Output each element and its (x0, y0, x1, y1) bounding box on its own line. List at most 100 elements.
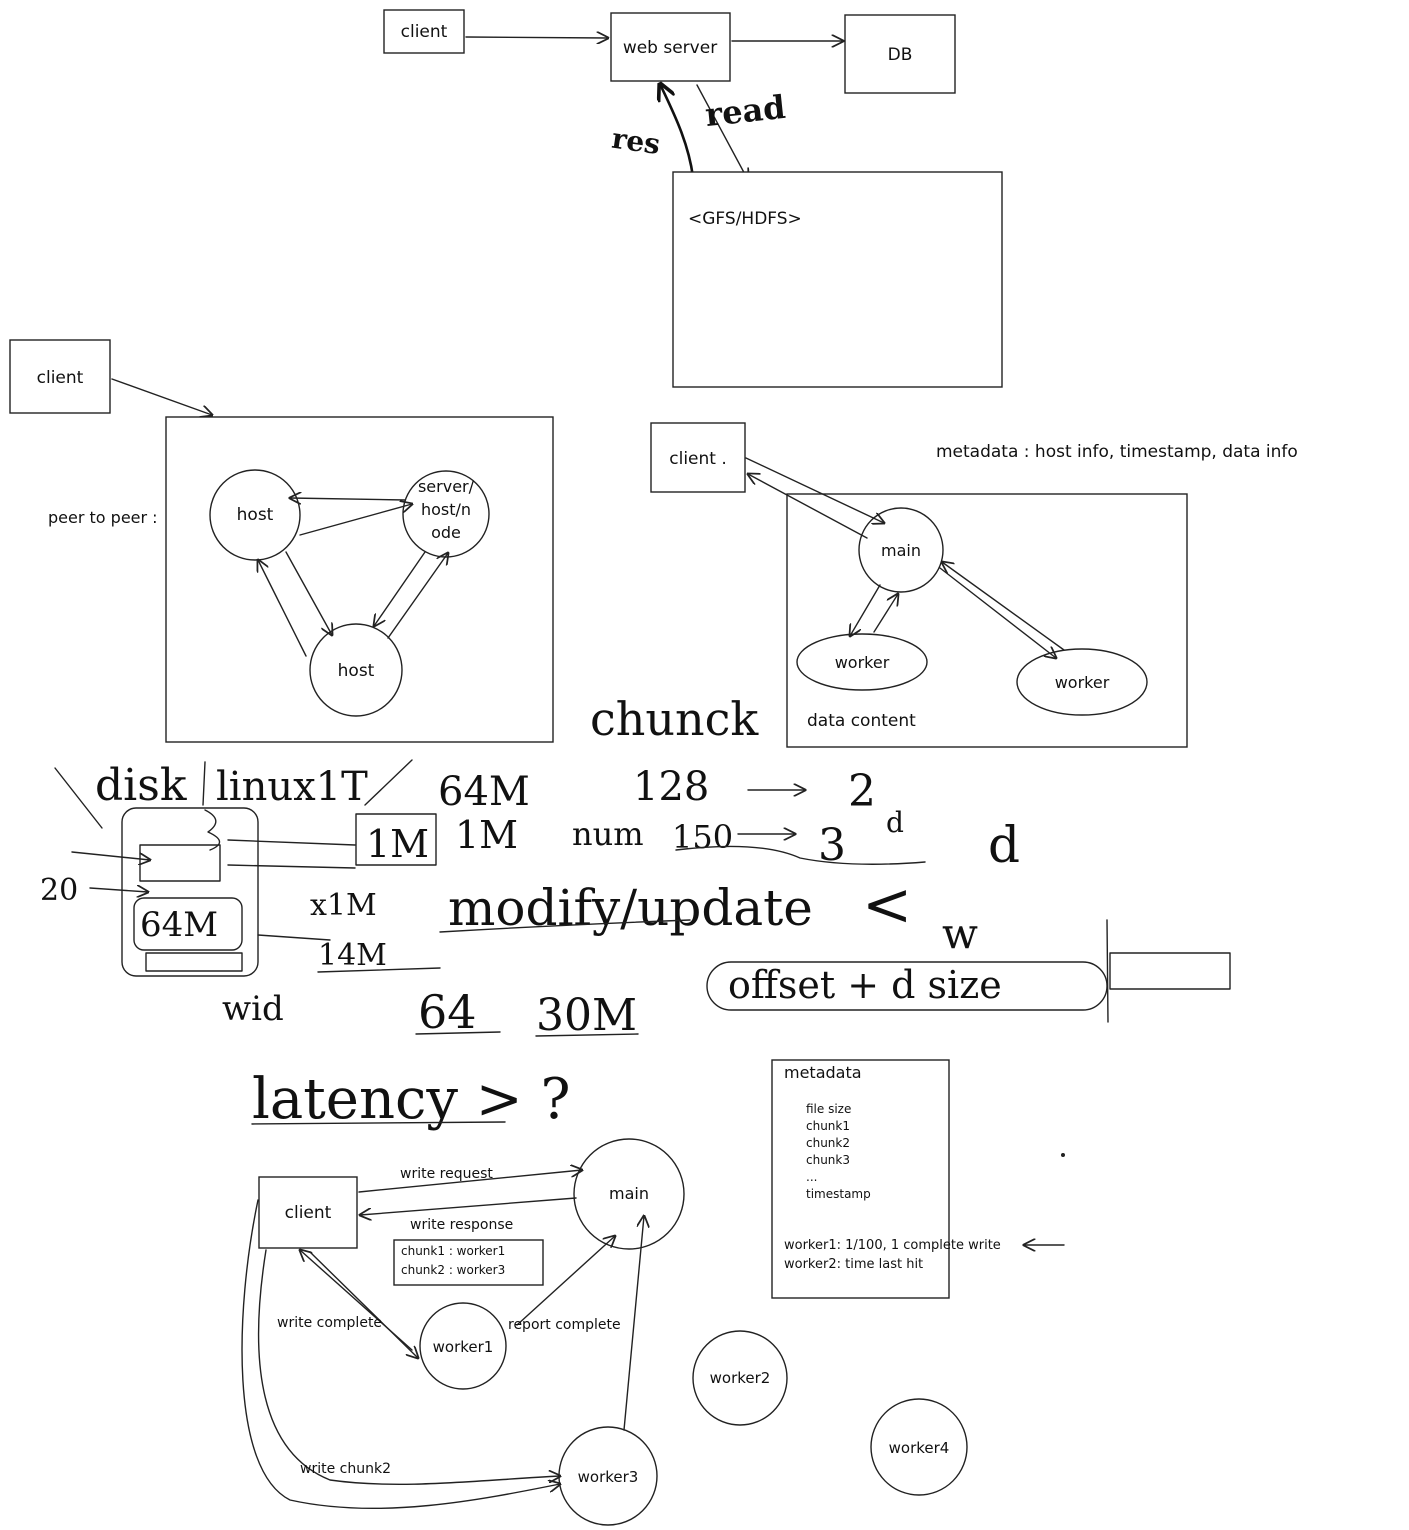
disk-block-b (133, 897, 243, 951)
worker2-node (692, 1330, 788, 1426)
client-box-write (258, 1176, 358, 1249)
worker2-label: worker2 (710, 1369, 771, 1387)
disk-outline (121, 807, 259, 977)
worker-label-a: worker (835, 653, 890, 672)
d-small-scribble: d (886, 806, 904, 839)
arrow-read (696, 84, 748, 180)
underline-modify (439, 919, 691, 933)
arrow-client-main (745, 457, 884, 523)
arrow-client-worker1 (309, 1251, 418, 1358)
client-label-top: client (401, 22, 448, 42)
offset-divider (1106, 919, 1109, 1023)
arrow-worker1-client (300, 1250, 413, 1351)
x1m-scribble: x1M (310, 888, 377, 923)
arrow-client-worker3-b (257, 1249, 560, 1486)
write-response-label: write response (410, 1217, 513, 1233)
disk-drawing: 64M (71, 807, 356, 977)
chunk-map-line1: chunk1 : worker1 (401, 1244, 505, 1258)
client-label-write: client (285, 1203, 332, 1223)
metadata-item-4: ... (806, 1170, 817, 1184)
line-disk-1m (227, 839, 356, 846)
metadata-line: metadata : host info, timestamp, data in… (936, 442, 1298, 462)
arrow-worker1-main (516, 1236, 615, 1326)
twenty-scribble: 20 (40, 873, 78, 908)
arrow-main-worker-a (850, 584, 881, 636)
metadata-item-5: timestamp (806, 1187, 871, 1201)
metadata-worker2: worker2: time last hit (784, 1257, 923, 1272)
one-m-box-scribble: 1M (366, 822, 429, 866)
p2p-frame (165, 416, 554, 743)
server-label-1: server/ (418, 477, 475, 496)
arrow-into-disk-a (71, 851, 150, 860)
d-big-scribble: d (988, 816, 1020, 874)
one-m-box (355, 813, 437, 866)
worker-label-b: worker (1055, 673, 1110, 692)
disk-64m-scribble: 64M (140, 905, 218, 945)
two-scribble: 2 (848, 766, 876, 817)
underline-150 (675, 845, 926, 865)
write-flow-diagram: client main write request write response… (241, 1138, 968, 1526)
line-disk-14m (257, 934, 331, 941)
arrow-hostb-server (387, 553, 448, 639)
arrow-worker-a-main (873, 594, 898, 633)
server-label-2: host/n (421, 500, 471, 519)
worker-node-a (796, 633, 928, 691)
slash-mark (54, 767, 103, 829)
arrow-res (660, 84, 695, 179)
latency-scribble: latency > ? (252, 1067, 571, 1132)
arrow-worker3-main (623, 1216, 644, 1431)
linux-scribble: linux1T (216, 764, 368, 810)
less-than-scribble: < (862, 870, 912, 940)
db-box (844, 14, 956, 94)
underline-64 (415, 1031, 501, 1035)
arrow-write-response (360, 1197, 577, 1215)
n150-scribble: 150 (672, 818, 733, 856)
host-label-b: host (338, 661, 375, 681)
m14-scribble: 14M (318, 938, 387, 973)
worker4-node (870, 1398, 968, 1496)
arrow-client-worker3-a (241, 1199, 560, 1510)
data-content-label: data content (807, 711, 916, 731)
disk-scribble: disk (95, 760, 187, 811)
w-scribble: w (942, 909, 978, 958)
arrow-hostb-hosta (258, 560, 307, 657)
handwritten-notes: chunck disk linux1T 64M 128 2 d 64M 20 1… (40, 692, 1231, 1132)
arrow-server-hostb (374, 551, 426, 626)
gfs-label: <GFS/HDFS> (688, 209, 802, 229)
worker3-label: worker3 (578, 1468, 639, 1486)
write-request-label: write request (400, 1166, 493, 1182)
arrow-main-client (748, 474, 868, 539)
web-server-label: web server (623, 38, 717, 58)
host-node-a (209, 469, 301, 561)
chunk-map-line2: chunk2 : worker3 (401, 1263, 505, 1277)
chunk-scribble: chunck (590, 692, 759, 746)
metadata-frame (771, 1059, 950, 1299)
top-architecture: client web server DB res read <GFS/HDFS> (383, 9, 1003, 388)
arrow-main-worker-b (939, 567, 1056, 658)
one-m-scribble: 1M (455, 813, 518, 857)
line-disk-1m-b (227, 864, 356, 869)
size-64m-scribble: 64M (438, 769, 530, 815)
n128-scribble: 128 (633, 764, 709, 810)
disk-block-a (139, 844, 221, 882)
m30-scribble: 30M (536, 990, 637, 1041)
metadata-item-0: file size (806, 1102, 851, 1116)
arrow-hosta-hostb (285, 551, 332, 635)
main-node (858, 507, 944, 593)
write-chunk2-label: write chunk2 (300, 1461, 391, 1477)
metadata-item-2: chunk2 (806, 1136, 850, 1150)
main-label-write: main (609, 1184, 649, 1203)
server-label-3: ode (431, 523, 461, 542)
divider-stroke (202, 761, 206, 806)
metadata-item-1: chunk1 (806, 1119, 850, 1133)
worker4-label: worker4 (889, 1439, 950, 1457)
main-label: main (881, 541, 921, 560)
client-label-p2p: client (37, 368, 84, 388)
arrow-client-p2p (111, 378, 212, 415)
report-complete-label: report complete (508, 1317, 621, 1333)
disk-block-c (145, 952, 243, 972)
underline-30m (535, 1033, 639, 1037)
n64-scribble: 64 (418, 985, 477, 1039)
arrow-write-request (358, 1170, 582, 1193)
peer-to-peer-diagram: client peer to peer : host server/ host/… (9, 339, 554, 743)
